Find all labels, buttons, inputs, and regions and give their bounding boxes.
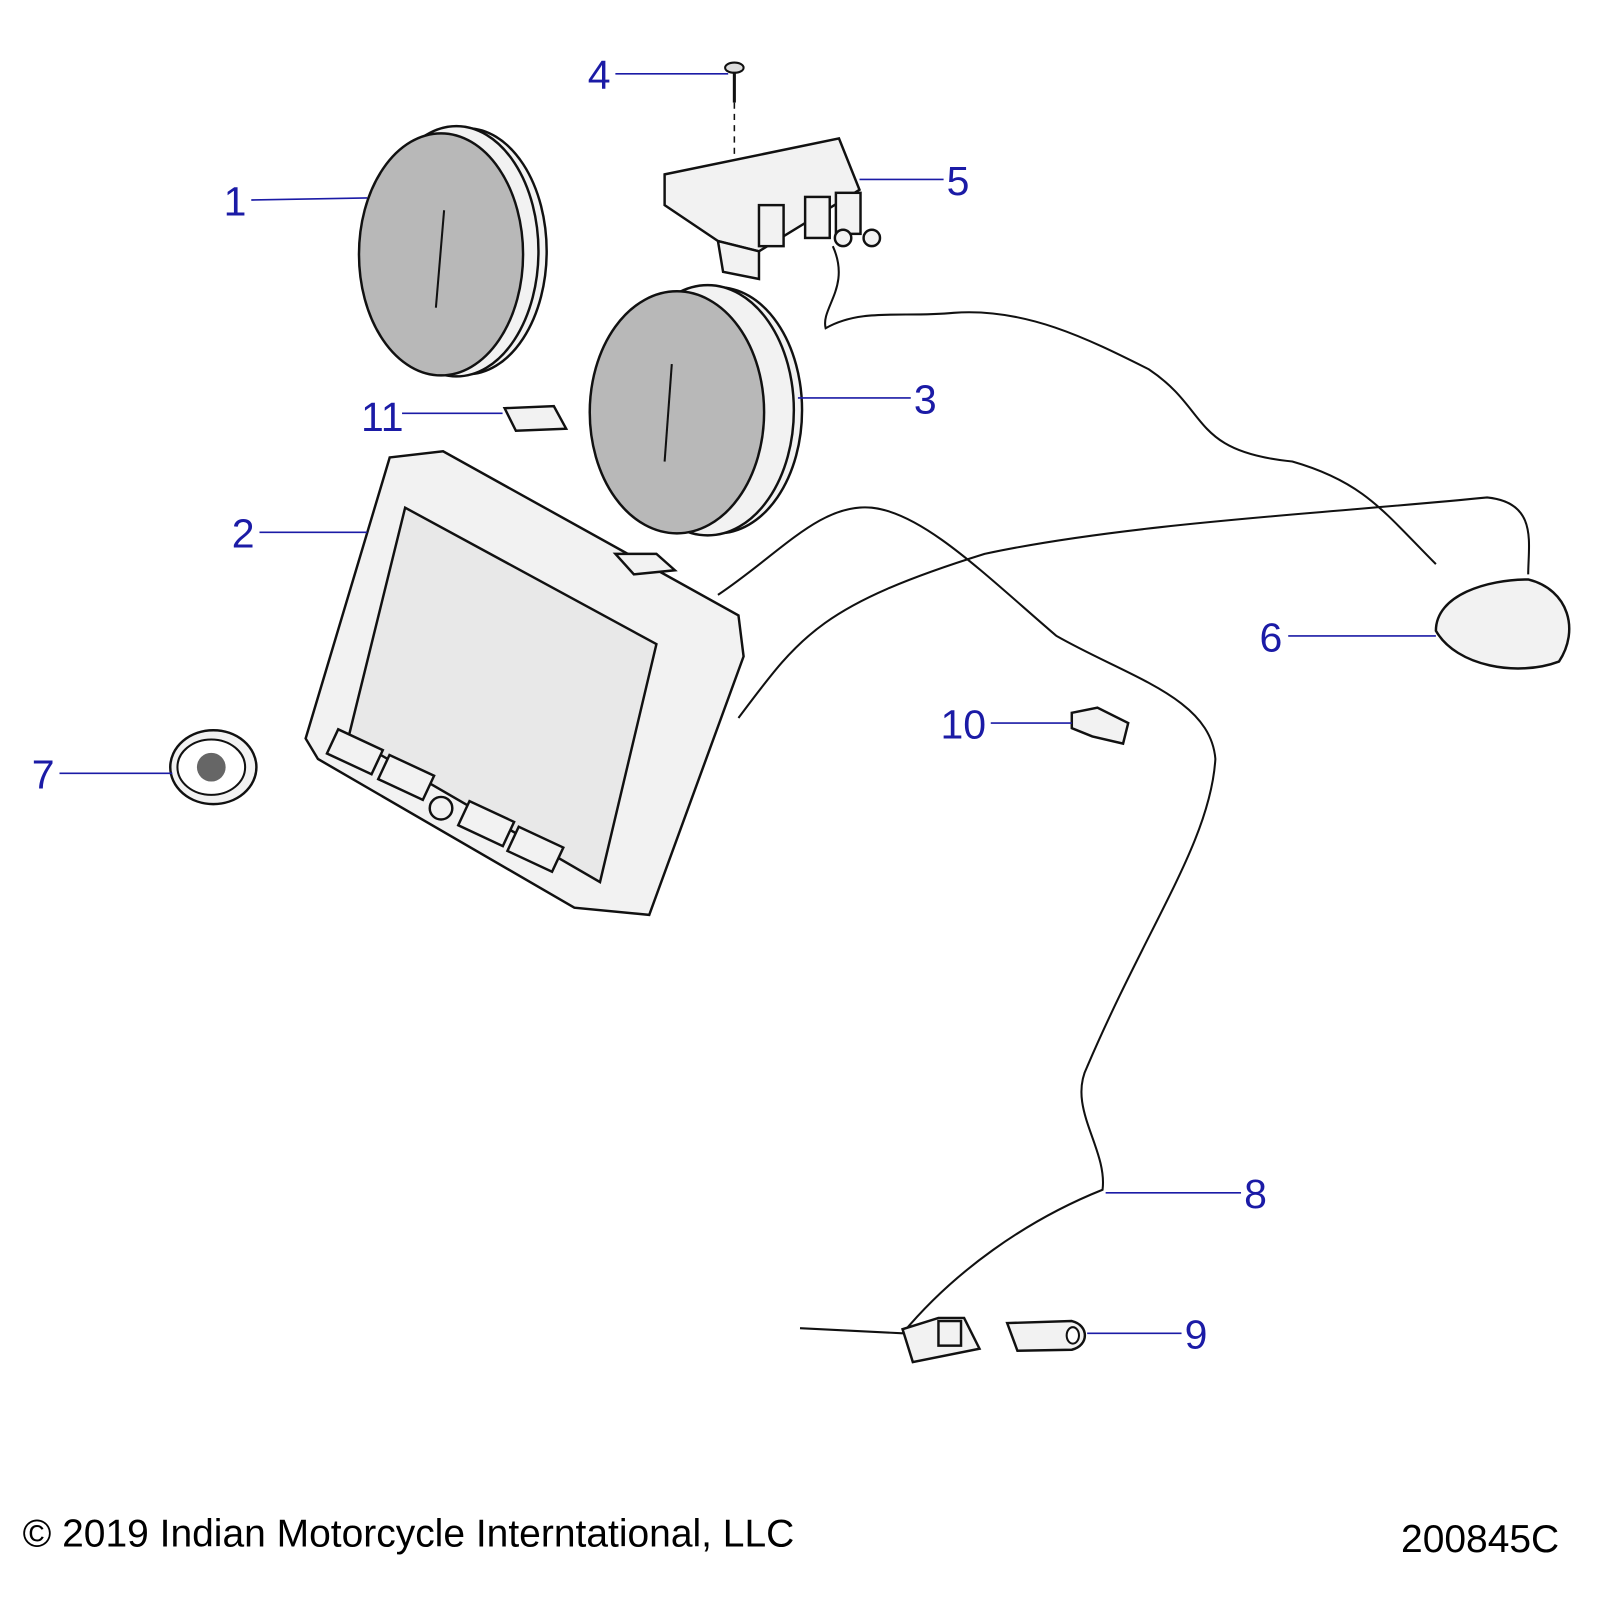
part-5-control-module [663, 137, 1437, 565]
callout-5: 5 [947, 158, 970, 204]
display-buttons [325, 727, 565, 874]
part-10-clip [1070, 706, 1130, 746]
callout-2: 2 [232, 511, 255, 557]
part-6-antenna [1434, 578, 1571, 670]
callout-7: 7 [32, 752, 55, 798]
callout-10: 10 [941, 701, 987, 747]
callout-1: 1 [224, 178, 247, 224]
part-9-cap [1005, 1319, 1087, 1353]
part-3-speaker-pod [588, 283, 804, 537]
part-8-usb-harness-end [901, 1316, 982, 1364]
callout-8: 8 [1244, 1171, 1267, 1217]
callout-6: 6 [1259, 614, 1282, 660]
drawing-number: 200845C [1401, 1518, 1559, 1561]
callout-11: 11 [361, 394, 404, 440]
part-7-badge-logo [169, 729, 258, 806]
part-1-speaker-pod [357, 124, 548, 378]
callout-4: 4 [588, 52, 611, 98]
callout-3: 3 [914, 376, 937, 422]
part-2-display-unit [304, 450, 1531, 1335]
copyright-text: © 2019 Indian Motorcycle Interntational,… [23, 1513, 795, 1556]
callout-9: 9 [1185, 1312, 1208, 1358]
part-11-pad [502, 404, 569, 433]
